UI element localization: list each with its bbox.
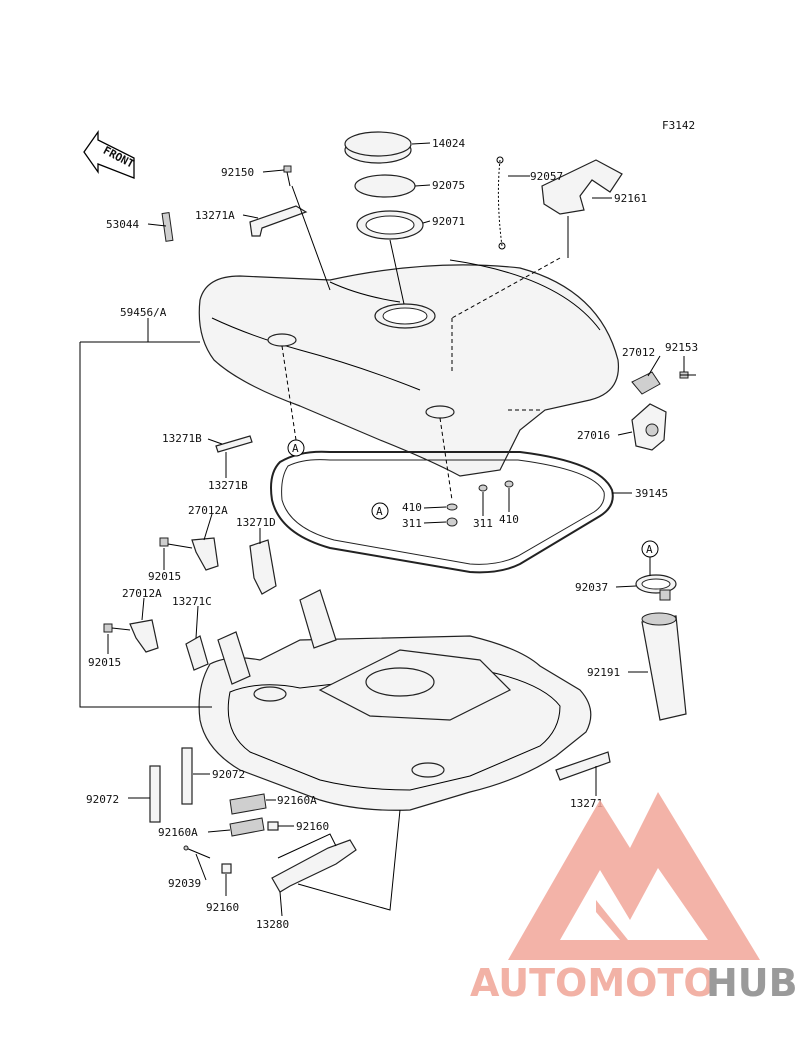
plate-13271	[555, 751, 611, 781]
watermark-triangle-icon	[508, 792, 760, 960]
reference-mark-a2: A	[371, 502, 389, 520]
label-13271A: 13271A	[195, 209, 235, 222]
label-92153: 92153	[665, 341, 698, 354]
svg-text:A: A	[376, 505, 383, 518]
label-92160-right: 92160	[296, 820, 329, 833]
label-92015-bot: 92015	[88, 656, 121, 669]
label-92160A-left: 92160A	[158, 826, 198, 839]
bracket-13271B	[215, 435, 253, 453]
label-27012A-top: 27012A	[188, 504, 228, 517]
label-13271: 13271	[570, 797, 603, 810]
nut-410-right	[504, 480, 514, 488]
label-92072-left: 92072	[86, 793, 119, 806]
label-92075: 92075	[432, 179, 465, 192]
label-27012: 27012	[622, 346, 655, 359]
label-410-right: 410	[499, 513, 519, 526]
latch-27016	[631, 403, 667, 451]
strap-92072-left	[149, 765, 161, 823]
leader-lines	[79, 142, 685, 917]
label-27012A-bot: 27012A	[122, 587, 162, 600]
label-13280: 13280	[256, 918, 289, 931]
cord-92057	[496, 156, 506, 250]
reference-mark-a3: A	[641, 540, 659, 558]
label-59456A: 59456/A	[120, 306, 167, 319]
hull-deck-base	[198, 589, 592, 811]
pin-53044	[161, 212, 174, 242]
label-92191: 92191	[587, 666, 620, 679]
pin-92039	[183, 845, 211, 859]
strap-92072-right	[181, 747, 193, 805]
label-14024: 14024	[432, 137, 465, 150]
bolt-92015-bot	[103, 623, 113, 633]
clamp-92037	[635, 574, 677, 601]
watermark-logo: AUTOMOTO HUB	[470, 792, 798, 1005]
hose-92191	[641, 612, 687, 721]
part-labels: 14024 92075 92071 92057 92161 92150 1327…	[86, 137, 698, 931]
bolt-92150	[283, 165, 292, 187]
bolt-92015-top	[159, 537, 169, 547]
label-92037: 92037	[575, 581, 608, 594]
cap-14024	[344, 131, 412, 164]
hinge-13271C	[185, 635, 209, 671]
latch-27012	[631, 371, 661, 395]
nut-311-left	[446, 517, 458, 527]
bracket-13271A	[249, 205, 308, 237]
label-92161: 92161	[614, 192, 647, 205]
label-92150: 92150	[221, 166, 254, 179]
label-53044: 53044	[106, 218, 139, 231]
label-13271B-top: 13271B	[162, 432, 202, 445]
label-92071: 92071	[432, 215, 465, 228]
seal-39145	[270, 450, 614, 574]
label-13271B-bot: 13271B	[208, 479, 248, 492]
hinge-27012A-bot	[129, 619, 159, 653]
label-311-right: 311	[473, 517, 493, 530]
nut-311-right	[478, 484, 488, 492]
pad-92161	[541, 159, 623, 215]
hood-cover-59456	[198, 259, 620, 477]
svg-text:A: A	[646, 543, 653, 556]
watermark-text-primary: AUTOMOTO	[470, 961, 716, 1005]
hinge-13271D	[249, 539, 277, 595]
svg-text:A: A	[292, 442, 299, 455]
label-311-left: 311	[402, 517, 422, 530]
gasket-92075	[354, 174, 416, 198]
label-13271C: 13271C	[172, 595, 212, 608]
diagram-code: F3142	[662, 119, 695, 132]
watermark-text-secondary: HUB	[706, 961, 798, 1005]
label-92057: 92057	[530, 170, 563, 183]
pad-92160A-top	[229, 793, 267, 815]
ring-92071	[356, 210, 424, 240]
hinge-27012A-top	[191, 537, 219, 571]
label-410-left: 410	[402, 501, 422, 514]
pad-92160A-left	[229, 817, 265, 837]
label-92072-right: 92072	[212, 768, 245, 781]
label-13271D: 13271D	[236, 516, 276, 529]
pad-92160-bot	[221, 863, 232, 874]
label-92015-top: 92015	[148, 570, 181, 583]
reference-mark-a1: A	[287, 439, 305, 457]
front-arrow-icon: FRONT	[83, 129, 137, 179]
label-92160A-top: 92160A	[277, 794, 317, 807]
label-27016: 27016	[577, 429, 610, 442]
bolt-92153	[679, 371, 696, 379]
label-92160-bot: 92160	[206, 901, 239, 914]
label-39145: 39145	[635, 487, 668, 500]
pad-92160-right	[267, 821, 279, 831]
nut-410-left	[446, 503, 458, 511]
label-92039: 92039	[168, 877, 201, 890]
bracket-13280	[271, 833, 357, 893]
